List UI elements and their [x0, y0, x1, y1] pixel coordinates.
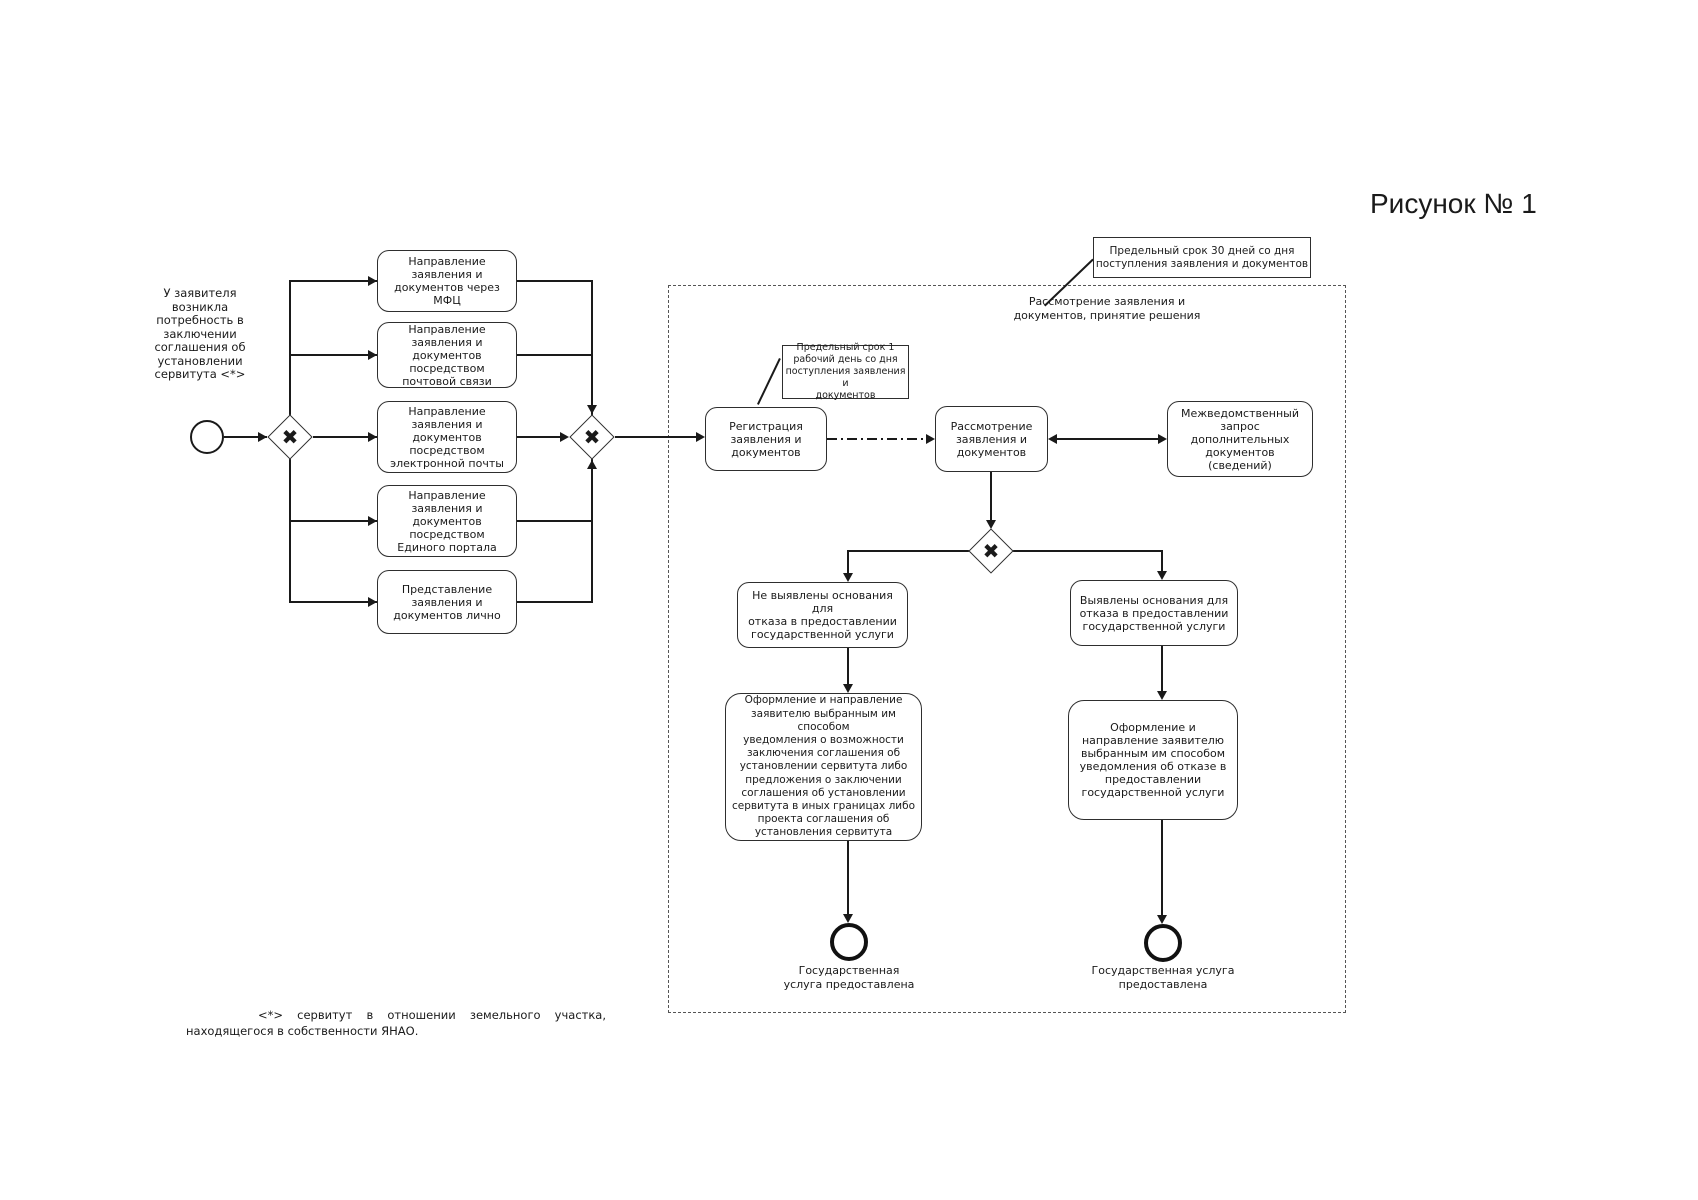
- start-event-label: У заявителя возникла потребность в заклю…: [154, 286, 246, 381]
- flow-line: [517, 520, 593, 522]
- arrowhead: [1158, 434, 1167, 444]
- task-interagency-request: Межведомственный запрос дополнительных д…: [1167, 401, 1313, 477]
- exclusive-gateway-x-icon: ✖: [982, 539, 1000, 563]
- arrowhead: [368, 350, 377, 360]
- arrowhead: [696, 432, 705, 442]
- task-review: Рассмотрение заявления и документов: [935, 406, 1048, 472]
- arrowhead: [560, 432, 569, 442]
- flow-line: [1057, 438, 1158, 440]
- arrowhead: [368, 516, 377, 526]
- flow-line: [615, 436, 696, 438]
- figure-title: Рисунок № 1: [1370, 188, 1537, 219]
- subprocess-container: [668, 285, 1346, 1013]
- arrowhead: [1157, 915, 1167, 924]
- arrowhead: [368, 597, 377, 607]
- flow-line: [224, 436, 267, 438]
- flow-line: [1013, 550, 1163, 552]
- exclusive-gateway-x-icon: ✖: [583, 425, 601, 449]
- flow-line: [990, 472, 992, 521]
- channel-box-portal: Направление заявления и документов посре…: [377, 485, 517, 557]
- flow-line: [517, 436, 560, 438]
- exclusive-gateway-x-icon: ✖: [281, 425, 299, 449]
- end-event-right-label: Государственная услуга предоставлена: [1091, 964, 1235, 991]
- arrowhead: [843, 914, 853, 923]
- footnote: <*> сервитут в отношении земельного учас…: [186, 1008, 606, 1038]
- subprocess-label: Рассмотрение заявления и документов, при…: [1013, 295, 1201, 322]
- flow-line: [290, 354, 377, 356]
- annotation-1-day: Предельный срок 1 рабочий день со дня по…: [782, 342, 909, 401]
- annotation-30-days: Предельный срок 30 дней со дня поступлен…: [1093, 237, 1311, 278]
- arrowhead: [587, 460, 597, 469]
- channel-box-email: Направление заявления и документов посре…: [377, 401, 517, 473]
- flow-line: [1161, 646, 1163, 692]
- branch-refusal-grounds: Выявлены основания для отказа в предоста…: [1070, 580, 1238, 646]
- flow-line: [827, 438, 926, 440]
- flow-line: [290, 520, 377, 522]
- flow-line: [290, 280, 377, 282]
- arrowhead: [258, 432, 267, 442]
- channel-box-in-person: Представление заявления и документов лич…: [377, 570, 517, 634]
- arrowhead: [1157, 571, 1167, 580]
- flow-line: [848, 550, 969, 552]
- flow-line: [517, 280, 593, 282]
- arrowhead: [368, 276, 377, 286]
- flow-line: [847, 648, 849, 685]
- arrowhead: [1157, 691, 1167, 700]
- flow-line: [517, 601, 593, 603]
- outcome-approval: Оформление и направление заявителю выбра…: [725, 693, 922, 841]
- flow-line: [313, 436, 377, 438]
- channel-box-post: Направление заявления и документов посре…: [377, 322, 517, 388]
- arrowhead: [1048, 434, 1057, 444]
- arrowhead: [843, 573, 853, 582]
- end-event-right: [1144, 924, 1182, 962]
- flow-line: [847, 550, 849, 574]
- arrowhead: [926, 434, 935, 444]
- branch-no-refusal-grounds: Не выявлены основания для отказа в предо…: [737, 582, 908, 648]
- flow-line: [517, 354, 593, 356]
- arrowhead: [843, 684, 853, 693]
- end-event-left-label: Государственная услуга предоставлена: [783, 964, 915, 991]
- task-registration: Регистрация заявления и документов: [705, 407, 827, 471]
- arrowhead: [368, 432, 377, 442]
- flow-line: [1161, 820, 1163, 916]
- arrowhead: [986, 520, 996, 529]
- end-event-left: [830, 923, 868, 961]
- flow-line: [290, 601, 377, 603]
- start-event: [190, 420, 224, 454]
- flow-line: [1161, 550, 1163, 572]
- arrowhead: [587, 405, 597, 414]
- flow-line: [847, 841, 849, 915]
- channel-box-mfc: Направление заявления и документов через…: [377, 250, 517, 312]
- outcome-refusal: Оформление и направление заявителю выбра…: [1068, 700, 1238, 820]
